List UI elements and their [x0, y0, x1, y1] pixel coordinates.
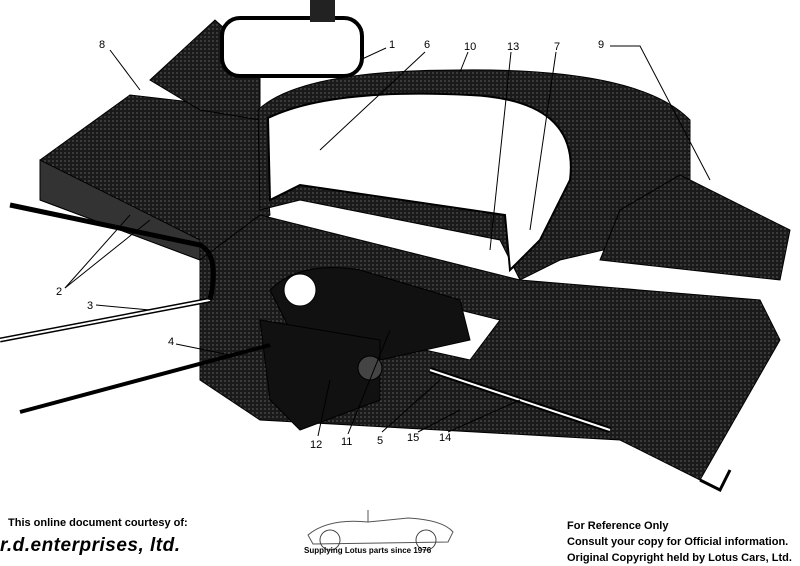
- lower-cowl: [259, 319, 381, 431]
- callout-4: 4: [168, 336, 174, 348]
- trim-strip-upper: [9, 202, 216, 301]
- callout-7: 7: [554, 41, 560, 53]
- race-car-logo: [307, 510, 454, 551]
- callout-10: 10: [464, 41, 476, 53]
- callout-2: 2: [56, 286, 62, 298]
- callout-9: 9: [598, 39, 604, 51]
- reference-line-3: Original Copyright held by Lotus Cars, L…: [567, 552, 792, 564]
- instrument-opening: [266, 92, 572, 273]
- callout-15: 15: [407, 432, 419, 444]
- mirror-mount: [310, 0, 335, 22]
- callout-6: 6: [424, 39, 430, 51]
- callout-14: 14: [439, 432, 451, 444]
- brand-name: r.d.enterprises, ltd.: [0, 535, 181, 556]
- right-dash-panel: [599, 174, 791, 281]
- callout-labels: 1 6 10 13 7 9 8 2 3 4 12 11 5 15 14: [56, 39, 604, 451]
- logo-tagline: Supplying Lotus parts since 1976: [304, 546, 432, 555]
- leader-lines: [64, 45, 711, 437]
- callout-1: 1: [389, 39, 395, 51]
- callout-11: 11: [341, 436, 352, 448]
- dashboard-exploded-diagram: 1 6 10 13 7 9 8 2 3 4 12 11 5 15 14: [0, 0, 791, 493]
- rear-view-mirror: [220, 16, 364, 78]
- callout-8: 8: [99, 39, 105, 51]
- reference-line-2: Consult your copy for Official informati…: [567, 536, 789, 548]
- callout-13: 13: [507, 41, 519, 53]
- reference-notice: For Reference Only Consult your copy for…: [567, 518, 792, 566]
- courtesy-text: This online document courtesy of:: [8, 517, 188, 529]
- callout-12: 12: [310, 439, 322, 451]
- reference-line-1: For Reference Only: [567, 520, 669, 532]
- callout-3: 3: [87, 300, 93, 312]
- rear-edge: [699, 469, 732, 493]
- trim-strip-4: [19, 343, 271, 414]
- callout-5: 5: [377, 435, 383, 447]
